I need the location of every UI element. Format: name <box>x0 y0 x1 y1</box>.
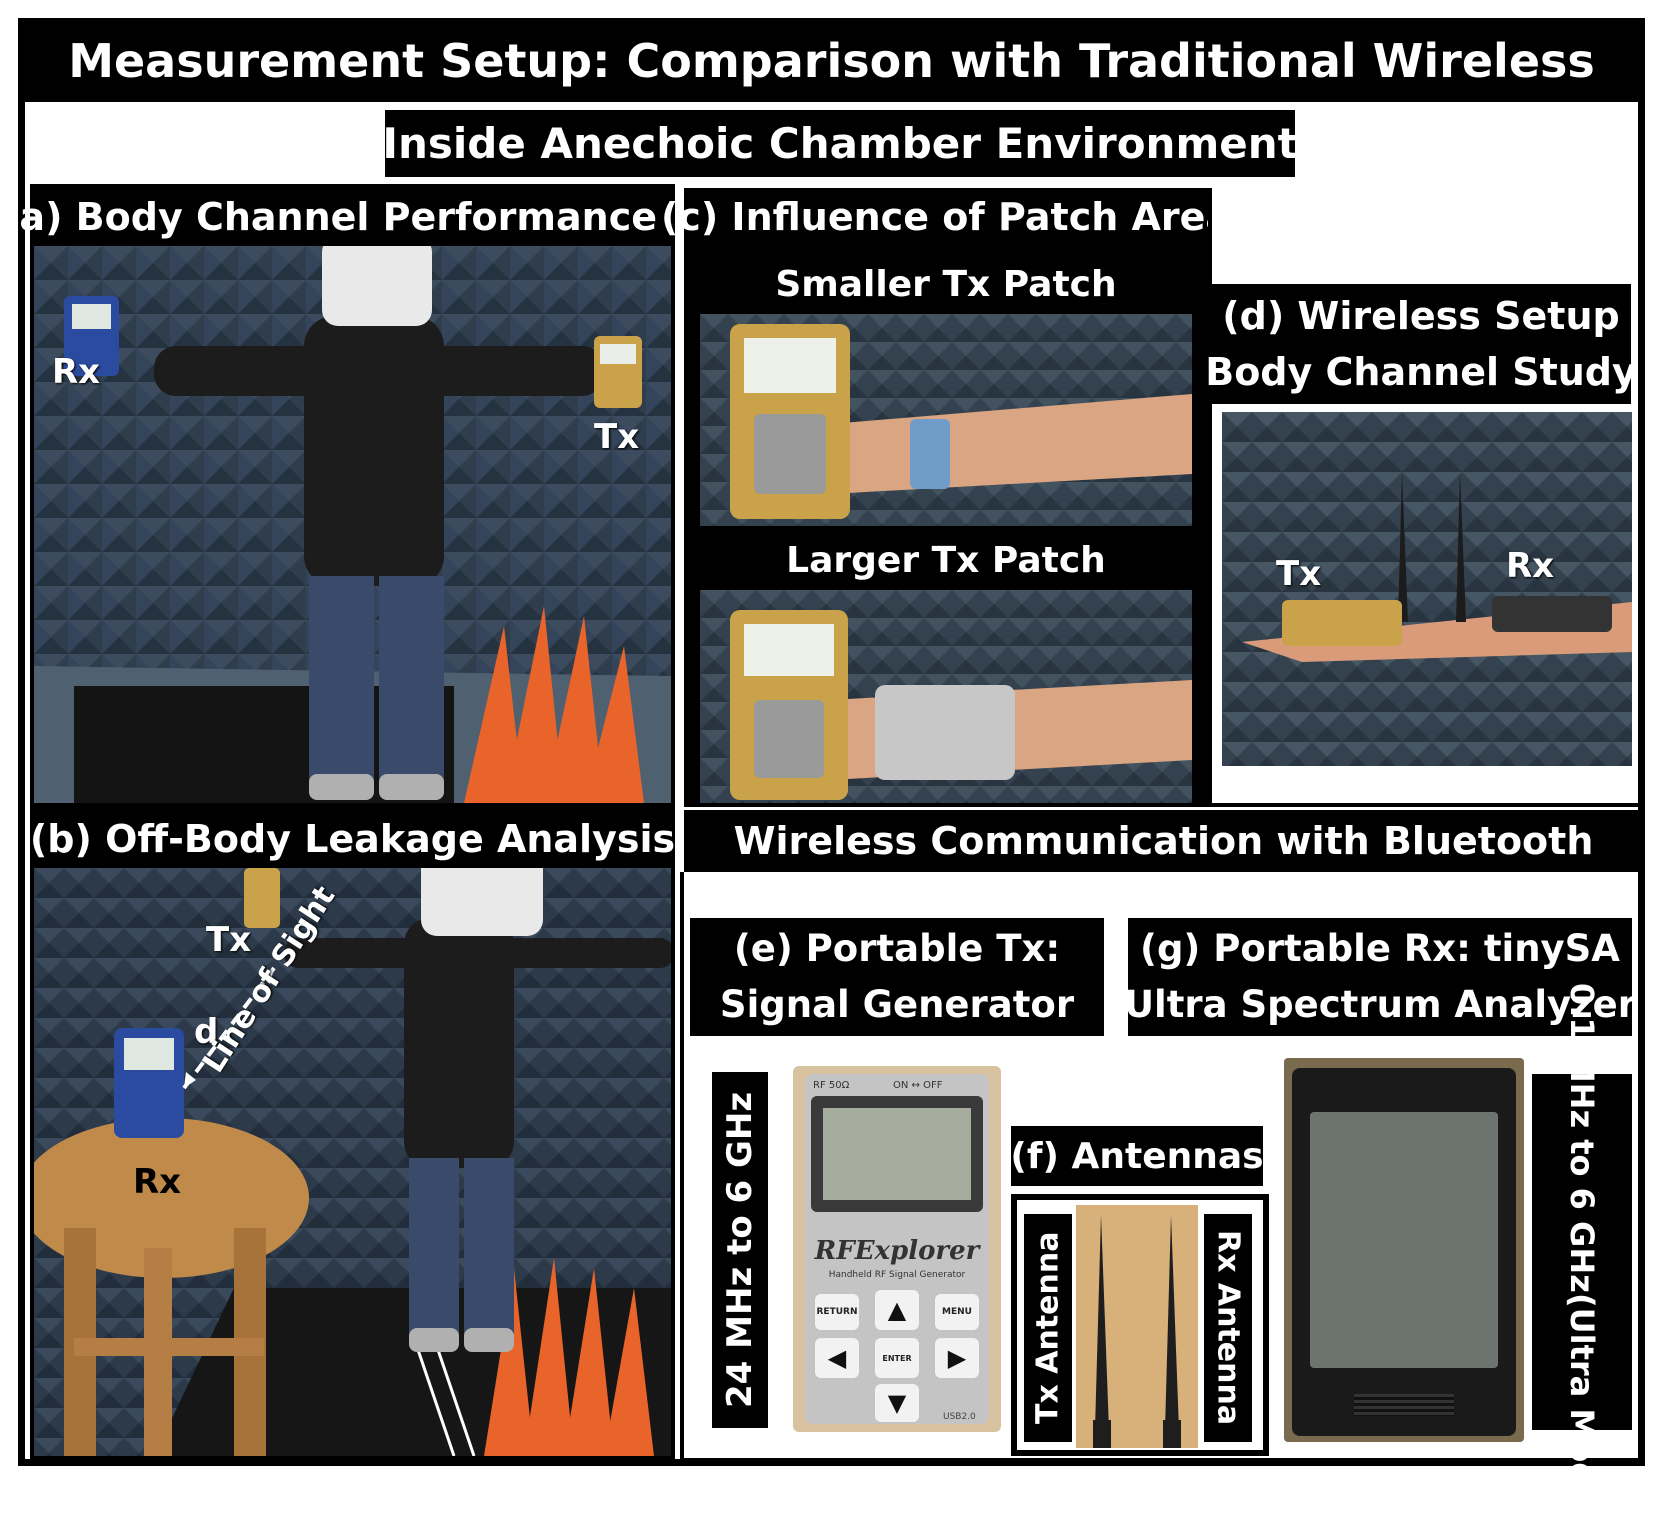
environment-subtitle: Inside Anechoic Chamber Environment <box>382 110 1298 177</box>
enter-button[interactable]: ENTER <box>875 1338 919 1378</box>
smaller-patch-arm-photo <box>700 314 1192 526</box>
panel-c-heading: (c) Influence of Patch Area <box>661 188 1231 246</box>
device-screen <box>811 1096 983 1212</box>
tx-antenna-label: Tx Antenna <box>1024 1214 1072 1442</box>
tinysa-device <box>1284 1058 1524 1442</box>
panel-b-photo <box>34 868 671 1456</box>
panel-f-frame <box>1011 1194 1269 1456</box>
return-button[interactable]: RETURN <box>815 1294 859 1330</box>
rx-antenna-label: Rx Antenna <box>1204 1214 1252 1442</box>
anechoic-chamber-body-photo <box>34 246 671 803</box>
figure-title: Measurement Setup: Comparison with Tradi… <box>20 20 1643 102</box>
device-usb-label: USB2.0 <box>943 1412 976 1422</box>
antennas-photo <box>1076 1205 1198 1448</box>
right-arrow-icon[interactable]: ▶ <box>935 1338 979 1378</box>
panel-a-tx-label: Tx <box>594 417 640 457</box>
panel-g-heading: (g) Portable Rx: tinySA Ultra Spectrum A… <box>1124 918 1636 1036</box>
panel-c-smaller-photo <box>700 314 1192 526</box>
device-lcd <box>823 1108 971 1200</box>
panel-c-larger-label: Larger Tx Patch <box>700 530 1192 590</box>
panel-c-smaller-label: Smaller Tx Patch <box>700 254 1192 314</box>
bluetooth-heading: Wireless Communication with Bluetooth <box>684 810 1643 872</box>
left-arrow-icon[interactable]: ◀ <box>815 1338 859 1378</box>
panel-b-tx-label: Tx <box>206 920 252 960</box>
panel-d-rx-label: Rx <box>1506 546 1555 586</box>
panel-a-rx-label: Rx <box>52 352 101 392</box>
panel-d-photo <box>1222 412 1632 766</box>
panel-f-heading: (f) Antennas <box>1010 1126 1264 1186</box>
device-brand: RFExplorer <box>814 1236 980 1266</box>
signal-generator-device: RF 50Ω ON ↔ OFF RFExplorer Handheld RF S… <box>793 1066 1001 1432</box>
panel-d-tx-label: Tx <box>1276 554 1322 594</box>
tinysa-grip <box>1354 1394 1454 1416</box>
panel-b-heading: (b) Off-Body Leakage Analysis <box>30 810 675 868</box>
device-rf-label: RF 50Ω <box>813 1080 850 1091</box>
panel-a-heading: (a) Body Channel Performance <box>2 188 671 246</box>
down-arrow-icon[interactable]: ▼ <box>875 1384 919 1422</box>
device-power-label: ON ↔ OFF <box>893 1080 943 1091</box>
panel-c-larger-photo <box>700 590 1192 803</box>
panel-e-heading: (e) Portable Tx: Signal Generator <box>690 918 1104 1036</box>
bluetooth-frame <box>680 872 1645 1462</box>
panel-a-photo <box>34 246 671 803</box>
device-subtitle: Handheld RF Signal Generator <box>828 1270 966 1280</box>
menu-button[interactable]: MENU <box>935 1294 979 1330</box>
larger-patch-arm-photo <box>700 590 1192 803</box>
panel-d-heading: (d) Wireless Setup Body Channel Study <box>1205 284 1637 404</box>
up-arrow-icon[interactable]: ▲ <box>875 1290 919 1330</box>
wireless-setup-arm-photo <box>1222 412 1632 766</box>
off-body-leakage-photo <box>34 868 671 1456</box>
antennas-image <box>1093 1215 1181 1448</box>
panel-e-frequency-range: 24 MHz to 6 GHz <box>712 1072 768 1428</box>
panel-b-distance-label: d <box>194 1012 219 1052</box>
tinysa-screen <box>1310 1112 1498 1368</box>
panel-d-frame <box>1208 188 1643 807</box>
panel-b-rx-label: Rx <box>133 1162 182 1202</box>
panel-g-frequency-range: 0.1 MHz to 6 GHz (Ultra Mode) <box>1532 983 1632 1521</box>
